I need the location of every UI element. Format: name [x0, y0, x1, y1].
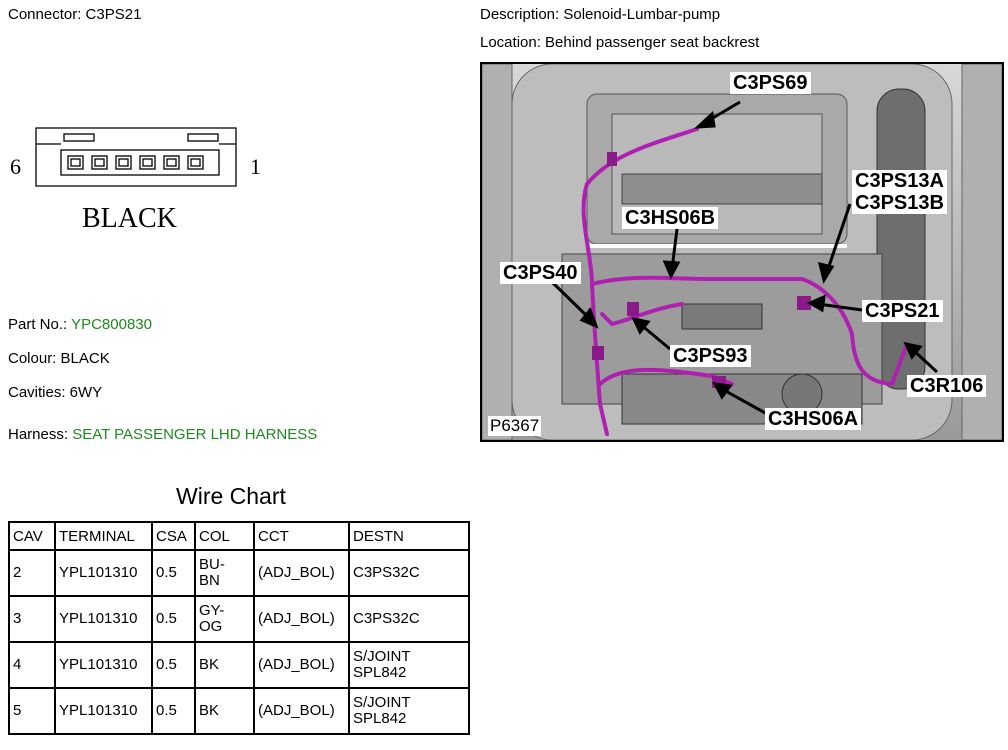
destn-line-2: SPL842 [353, 664, 407, 681]
col-header-cav: CAV [8, 521, 56, 551]
pin-6-label: 6 [10, 154, 21, 179]
col-header-terminal: TERMINAL [54, 521, 153, 551]
part-no-label: Part No.: [8, 316, 68, 333]
description-text: Description: Solenoid-Lumbar-pump [480, 6, 721, 23]
table-row: 2 YPL101310 0.5 BU-BN (ADJ_BOL) C3PS32C [8, 549, 470, 597]
cell-terminal: YPL101310 [54, 641, 153, 689]
cell-terminal: YPL101310 [54, 549, 153, 597]
col-header-destn: DESTN [348, 521, 470, 551]
cell-csa: 0.5 [151, 549, 196, 597]
cell-terminal: YPL101310 [54, 595, 153, 643]
wire-chart-title: Wire Chart [176, 483, 286, 509]
pin-1-label: 1 [250, 154, 261, 179]
cell-csa: 0.5 [151, 641, 196, 689]
cell-destn: C3PS32C [348, 595, 470, 643]
connector-colour-label: BLACK [82, 203, 177, 234]
table-row: 3 YPL101310 0.5 GY-OG (ADJ_BOL) C3PS32C [8, 595, 470, 643]
cell-terminal: YPL101310 [54, 687, 153, 735]
harness-value[interactable]: SEAT PASSENGER LHD HARNESS [72, 426, 318, 443]
col-header-csa: CSA [151, 521, 196, 551]
cell-col: GY-OG [194, 595, 255, 643]
cell-csa: 0.5 [151, 687, 196, 735]
destn-line-1: S/JOINT [353, 694, 411, 711]
cell-col: BK [194, 687, 255, 735]
callout-c3ps40: C3PS40 [500, 262, 581, 284]
col-line-1: BK [199, 702, 220, 719]
col-header-col: COL [194, 521, 255, 551]
callout-c3ps13b: C3PS13B [852, 192, 947, 214]
cell-cct: (ADJ_BOL) [253, 641, 350, 689]
col-line-1: BK [199, 656, 220, 673]
callout-c3r106: C3R106 [907, 375, 987, 397]
table-header-row: CAV TERMINAL CSA COL CCT DESTN [8, 521, 470, 551]
col-line-2: OG [199, 618, 223, 635]
cell-cct: (ADJ_BOL) [253, 549, 350, 597]
colour-text: Colour: BLACK [8, 350, 110, 367]
figure-code: P6367 [488, 416, 542, 436]
destn-line-1: C3PS32C [353, 610, 420, 627]
callout-c3ps69: C3PS69 [730, 72, 811, 94]
destn-line-1: C3PS32C [353, 564, 420, 581]
callout-c3ps93: C3PS93 [670, 345, 751, 367]
callout-c3ps21: C3PS21 [862, 300, 943, 322]
harness-text: Harness: SEAT PASSENGER LHD HARNESS [8, 426, 317, 443]
cell-cav: 3 [8, 595, 56, 643]
col-line-1: GY- [199, 602, 225, 619]
cavities-text: Cavities: 6WY [8, 384, 103, 401]
callout-c3hs06b: C3HS06B [622, 207, 719, 229]
cell-col: BK [194, 641, 255, 689]
connector-title: Connector: C3PS21 [8, 6, 142, 23]
col-line-1: BU- [199, 556, 225, 573]
cell-cct: (ADJ_BOL) [253, 595, 350, 643]
col-header-cct: CCT [253, 521, 350, 551]
destn-line-1: S/JOINT [353, 648, 411, 665]
cell-destn: C3PS32C [348, 549, 470, 597]
harness-label: Harness: [8, 426, 69, 443]
callout-c3ps13a: C3PS13A [852, 170, 947, 192]
col-line-2: BN [199, 572, 220, 589]
part-number: Part No.: YPC800830 [8, 316, 152, 333]
connector-face-diagram: 6 1 [8, 120, 268, 250]
cell-csa: 0.5 [151, 595, 196, 643]
cell-col: BU-BN [194, 549, 255, 597]
destn-line-2: SPL842 [353, 710, 407, 727]
cell-cav: 4 [8, 641, 56, 689]
part-no-value[interactable]: YPC800830 [71, 316, 152, 333]
location-photo: C3PS69 C3PS13A C3PS13B C3HS06B C3PS40 C3… [480, 62, 1004, 442]
location-text: Location: Behind passenger seat backrest [480, 34, 760, 51]
callout-c3hs06a: C3HS06A [765, 408, 862, 430]
wire-chart-table: CAV TERMINAL CSA COL CCT DESTN 2 YPL1013… [8, 521, 470, 735]
cell-cav: 2 [8, 549, 56, 597]
connector-outline [35, 127, 237, 187]
cell-cav: 5 [8, 687, 56, 735]
cell-cct: (ADJ_BOL) [253, 687, 350, 735]
